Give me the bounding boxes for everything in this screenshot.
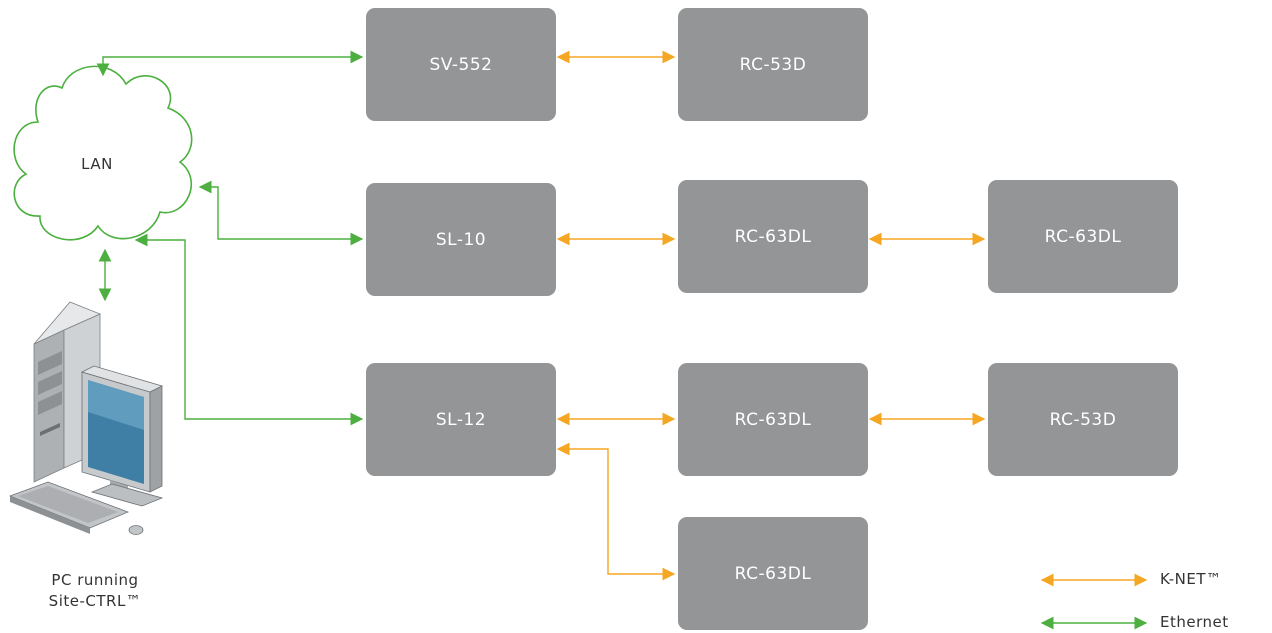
device-sl10: SL-10 — [366, 183, 556, 296]
device-label: RC-63DL — [734, 409, 812, 430]
device-label: SV-552 — [429, 54, 493, 75]
device-rc63dl-row2-a: RC-63DL — [678, 180, 868, 293]
legend-knet-label: K-NET™ — [1160, 570, 1222, 588]
device-label: RC-53D — [739, 54, 807, 75]
device-rc63dl-row2-b: RC-63DL — [988, 180, 1178, 293]
device-rc53d-top: RC-53D — [678, 8, 868, 121]
device-label: RC-63DL — [734, 226, 812, 247]
lan-cloud — [13, 65, 193, 241]
knet-link-sl12-rc63dl-bottom — [556, 442, 676, 581]
pc-label: PC running Site-CTRL™ — [0, 570, 190, 612]
device-label: RC-63DL — [1044, 226, 1122, 247]
pc-workstation-icon — [8, 301, 164, 535]
pc-label-line2: Site-CTRL™ — [48, 592, 142, 610]
device-rc53d-row3: RC-53D — [988, 363, 1178, 476]
device-rc63dl-bottom: RC-63DL — [678, 517, 868, 630]
device-sl12: SL-12 — [366, 363, 556, 476]
ethernet-link-sl12 — [134, 233, 364, 426]
device-label: SL-12 — [435, 409, 487, 430]
legend-ethernet-label: Ethernet — [1160, 613, 1229, 631]
device-label: RC-63DL — [734, 563, 812, 584]
ethernet-link-sl10 — [198, 180, 364, 246]
lan-label: LAN — [81, 155, 113, 173]
pc-label-line1: PC running — [51, 571, 139, 589]
device-label: SL-10 — [435, 229, 487, 250]
knet-links — [556, 50, 1148, 587]
device-label: RC-53D — [1049, 409, 1117, 430]
device-rc63dl-row3: RC-63DL — [678, 363, 868, 476]
device-sv552: SV-552 — [366, 8, 556, 121]
ethernet-link-sv552 — [96, 50, 364, 77]
ethernet-links — [96, 50, 1148, 630]
